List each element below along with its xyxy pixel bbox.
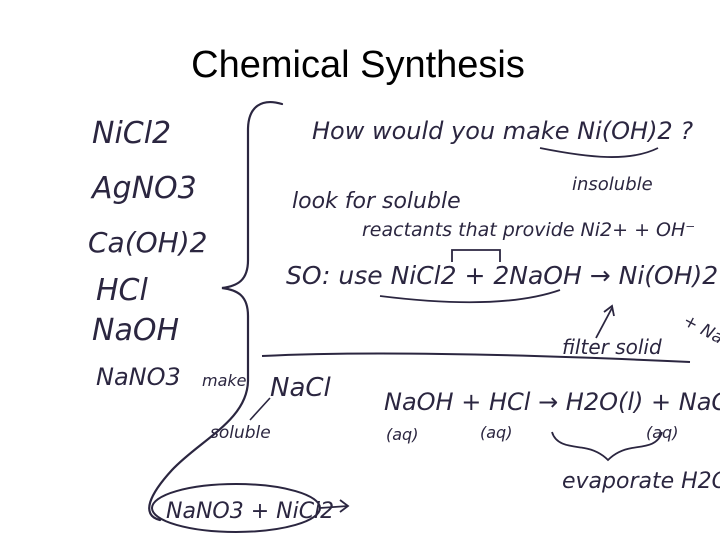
question-text: How would you make Ni(OH)2 ? <box>312 117 693 145</box>
separator-line <box>261 352 691 363</box>
compound-nano3: NaNO3 <box>96 363 181 391</box>
plus-nacl-text: + NaCl <box>680 311 720 357</box>
brace-line <box>148 101 284 522</box>
look-for-text: look for soluble <box>292 189 461 214</box>
compound-agno3: AgNO3 <box>90 171 197 206</box>
compound-caoh2: Ca(OH)2 <box>88 226 207 259</box>
filter-arrow <box>595 307 613 339</box>
bracket-mark <box>451 249 501 262</box>
small-brace <box>551 431 663 462</box>
aq-label-1: (aq) <box>386 425 418 444</box>
evaporate-text: evaporate H2O <box>562 469 720 494</box>
neutralization-text: NaOH + HCl → H2O(l) + NaCl <box>384 388 720 416</box>
compound-naoh: NaOH <box>92 313 179 348</box>
compound-hcl: HCl <box>96 273 149 308</box>
question-underline <box>539 147 659 158</box>
reactants-provide-text: reactants that provide Ni2+ + OH⁻ <box>362 219 695 241</box>
circle-arrowhead <box>339 499 350 513</box>
aq-label-2: (aq) <box>480 423 512 442</box>
so-underline <box>379 289 561 304</box>
filter-arrowhead <box>603 304 615 317</box>
nacl-text: NaCl <box>270 373 332 403</box>
circle-arrow <box>319 505 349 509</box>
circled-text: NaNO3 + NiCl2 <box>166 499 334 524</box>
so-use-text: SO: use NiCl2 + 2NaOH → Ni(OH)2 (s) <box>286 261 720 290</box>
insoluble-label: insoluble <box>572 174 653 195</box>
filter-solid-text: filter solid <box>562 335 662 359</box>
slide-title: Chemical Synthesis <box>191 44 525 86</box>
nacl-arrow <box>249 397 271 421</box>
compound-nicl2: NiCl2 <box>92 116 171 151</box>
make-label: make <box>202 371 247 390</box>
soluble-label: soluble <box>210 423 271 443</box>
